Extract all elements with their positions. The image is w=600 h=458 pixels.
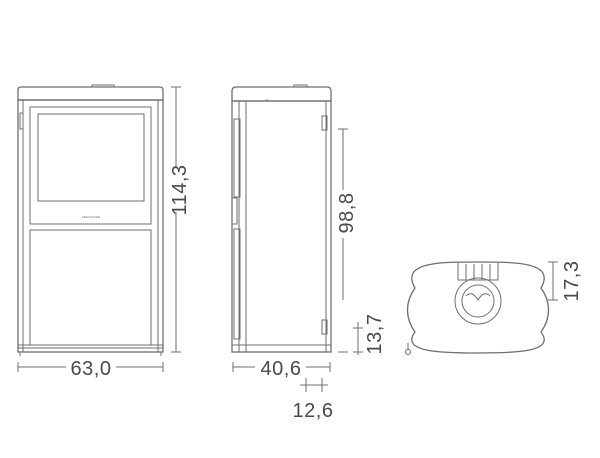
side-depth-dimension: 40,6 [232,358,331,380]
front-width-label: 63,0 [71,358,112,380]
side-view [231,84,332,353]
top-view [405,261,550,355]
front-view: ZEELANDER [17,84,164,356]
front-height-label: 114,3 [169,164,191,215]
side-base-dimension: 13,7 [353,314,386,355]
side-offset-label: 12,6 [293,400,334,422]
brand-logo: ZEELANDER [82,215,101,219]
side-base-label: 13,7 [364,314,386,355]
top-depth-label: 17,3 [561,261,583,302]
side-offset-dimension: 12,6 [293,378,334,422]
side-height-label: 98,8 [336,193,358,234]
front-height-dimension: 114,3 [169,86,191,353]
side-depth-label: 40,6 [261,358,302,380]
top-depth-dimension: 17,3 [548,261,583,302]
side-height-dimension: 98,8 [336,128,358,353]
front-width-dimension: 63,0 [17,358,164,380]
